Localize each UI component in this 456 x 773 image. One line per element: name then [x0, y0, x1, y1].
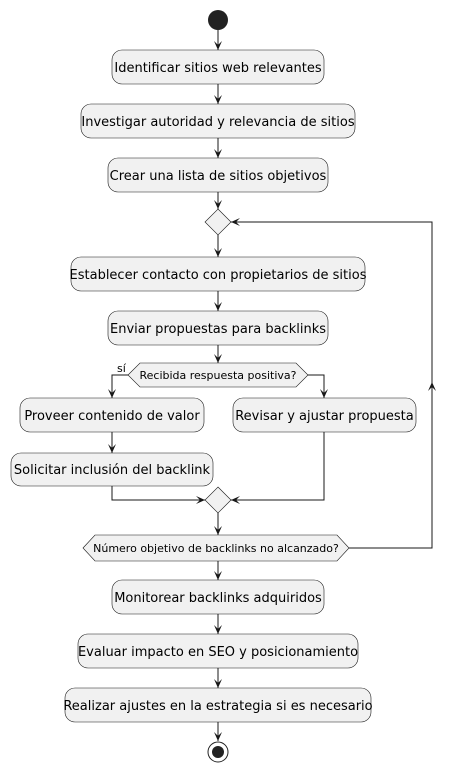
decision-yes-label: sí [117, 362, 127, 375]
decision-question-label: Recibida respuesta positiva? [139, 369, 296, 382]
activity-request: Solicitar inclusión del backlink [10, 452, 214, 487]
loop-condition-label: Número objetivo de backlinks no alcanzad… [93, 542, 339, 555]
activity-contact: Establecer contacto con propietarios de … [70, 256, 367, 292]
activity-request-label: Solicitar inclusión del backlink [14, 463, 211, 478]
branch-merge-diamond [204, 486, 232, 514]
activity-contact-label: Establecer contacto con propietarios de … [70, 268, 367, 283]
activity-investigate-label: Investigar autoridad y relevancia de sit… [81, 115, 354, 130]
activity-adjust: Realizar ajustes en la estrategia si es … [63, 687, 373, 723]
activity-identify: Identificar sitios web relevantes [111, 49, 325, 85]
end-node [207, 741, 229, 763]
activity-send-label: Enviar propuestas para backlinks [110, 322, 326, 337]
activity-identify-label: Identificar sitios web relevantes [114, 61, 321, 76]
activity-evaluate: Evaluar impacto en SEO y posicionamiento [77, 633, 359, 669]
activity-evaluate-label: Evaluar impacto en SEO y posicionamiento [78, 645, 358, 660]
activity-monitor: Monitorear backlinks adquiridos [111, 579, 325, 615]
activity-investigate: Investigar autoridad y relevancia de sit… [80, 103, 356, 139]
arrow-heads [108, 41, 436, 741]
activity-send: Enviar propuestas para backlinks [107, 310, 329, 346]
activity-revise: Revisar y ajustar propuesta [232, 397, 417, 433]
activity-monitor-label: Monitorear backlinks adquiridos [114, 591, 322, 606]
activity-adjust-label: Realizar ajustes en la estrategia si es … [63, 699, 372, 714]
decision-positive-response: Recibida respuesta positiva? [127, 362, 309, 388]
loop-condition: Número objetivo de backlinks no alcanzad… [82, 534, 350, 562]
activity-create-list: Crear una lista de sitios objetivos [107, 157, 329, 193]
activity-provide-label: Proveer contenido de valor [24, 409, 200, 424]
activity-provide: Proveer contenido de valor [19, 397, 205, 433]
activity-create-list-label: Crear una lista de sitios objetivos [110, 169, 327, 184]
loop-merge-diamond [204, 208, 232, 236]
start-node [208, 10, 228, 30]
activity-revise-label: Revisar y ajustar propuesta [235, 409, 414, 424]
